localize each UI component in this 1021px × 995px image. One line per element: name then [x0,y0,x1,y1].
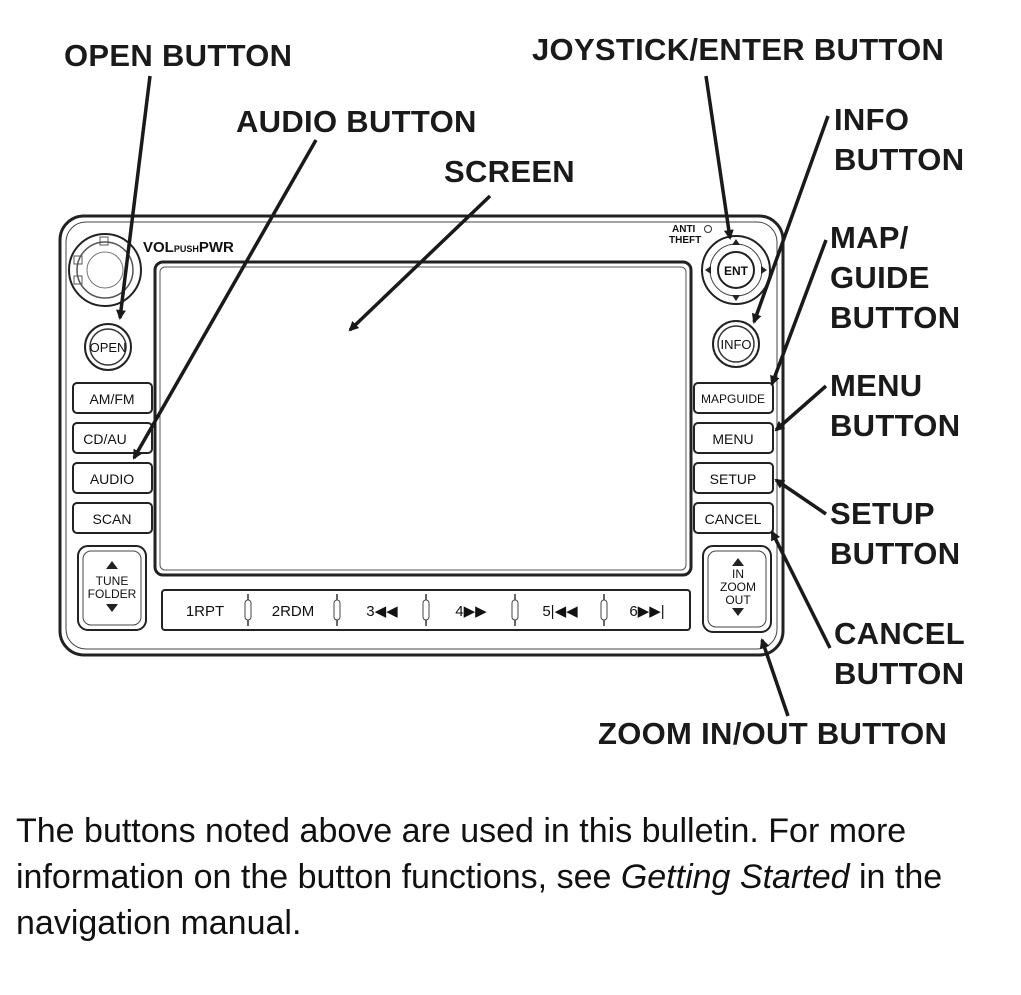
screen [153,260,693,577]
preset-6-button[interactable]: 6▶▶| [629,603,664,620]
menu-label: MENU [712,431,753,447]
audio-label: AUDIO [90,471,134,487]
callout-cancel-button: CANCEL BUTTON [834,616,965,691]
callout-info-button: INFO BUTTON [834,102,965,177]
scan-label: SCAN [93,511,132,527]
preset-1-button[interactable]: 1RPT [186,603,224,620]
caption: The buttons noted above are used in this… [16,808,1011,946]
caption-italic-title: Getting Started [620,858,850,896]
folder-label: FOLDER [88,587,137,601]
setup-button[interactable]: SETUP [693,462,774,494]
arrow-joystick [704,75,734,240]
zoom-in-arrow-icon [732,558,744,566]
arrow-zoom [759,638,790,717]
cd-au-label: CD/AU [83,431,127,447]
joystick-enter-button[interactable]: ENT [701,235,771,305]
caption-text-1: The buttons noted above are used in this… [16,812,907,896]
arrow-setup [774,478,827,516]
right-button-group: MAPGUIDE MENU SETUP CANCEL [693,382,774,534]
tune-label: TUNE [96,574,129,588]
preset-4-button[interactable]: 4▶▶ [455,603,487,620]
arrow-info [751,115,830,324]
preset-bar: 1RPT 2RDM 3◀◀ 4▶▶ 5|◀◀ 6▶▶| [161,589,691,631]
map-guide-button[interactable]: MAPGUIDE [693,382,774,414]
setup-label: SETUP [710,471,757,487]
arrow-menu [774,384,828,432]
arrow-audio [132,139,318,460]
callout-open-button: OPEN BUTTON [64,38,293,73]
map-guide-label: MAPGUIDE [701,392,765,406]
anti-theft-indicator [704,225,712,233]
am-fm-label: AM/FM [89,391,134,407]
preset-5-button[interactable]: 5|◀◀ [542,603,578,620]
cancel-button[interactable]: CANCEL [693,502,774,534]
arrow-open [116,75,152,320]
zoom-out-arrow-icon [732,608,744,616]
callout-zoom-in-out-button: ZOOM IN/OUT BUTTON [598,716,948,751]
callout-audio-button: AUDIO BUTTON [236,104,477,139]
am-fm-button[interactable]: AM/FM [72,382,153,414]
open-button[interactable]: OPEN [84,323,132,371]
preset-3-button[interactable]: 3◀◀ [366,603,398,620]
audio-button[interactable]: AUDIO [72,462,153,494]
leader-arrows [116,75,832,717]
arrow-screen [348,194,492,332]
callout-menu-button: MENU BUTTON [830,368,961,443]
anti-theft-label-1: ANTI [672,224,696,235]
anti-theft-label-2: THEFT [669,235,701,246]
caption-text-2: in the navigation manual. [16,858,943,942]
cancel-label: CANCEL [705,511,762,527]
open-button-label: OPEN [90,340,127,355]
zoom-label: ZOOM [720,580,756,594]
info-button[interactable]: INFO [712,320,760,368]
scan-button[interactable]: SCAN [72,502,153,534]
preset-2-button[interactable]: 2RDM [272,603,315,620]
tune-down-arrow-icon [106,604,118,612]
tune-up-arrow-icon [106,561,118,569]
zoom-in-out-button[interactable]: IN ZOOM OUT [702,545,772,633]
ent-label: ENT [724,264,749,278]
callout-map-guide-button: MAP/ GUIDE BUTTON [830,220,961,335]
menu-button[interactable]: MENU [693,422,774,454]
zoom-out-label: OUT [725,593,751,607]
arrow-cancel [770,530,832,649]
zoom-in-label: IN [732,567,744,581]
arrow-map-guide [770,239,828,386]
left-button-group: AM/FM CD/AU AUDIO SCAN [72,382,153,534]
cd-au-button[interactable]: CD/AU [72,422,153,454]
callout-screen: SCREEN [444,154,575,189]
info-label: INFO [720,337,751,352]
callout-joystick-enter-button: JOYSTICK/ENTER BUTTON [532,32,945,67]
callout-setup-button: SETUP BUTTON [830,496,961,571]
vol-pwr-label: VOLPUSHPWR [143,239,234,256]
tune-folder-button[interactable]: TUNE FOLDER [77,545,147,631]
